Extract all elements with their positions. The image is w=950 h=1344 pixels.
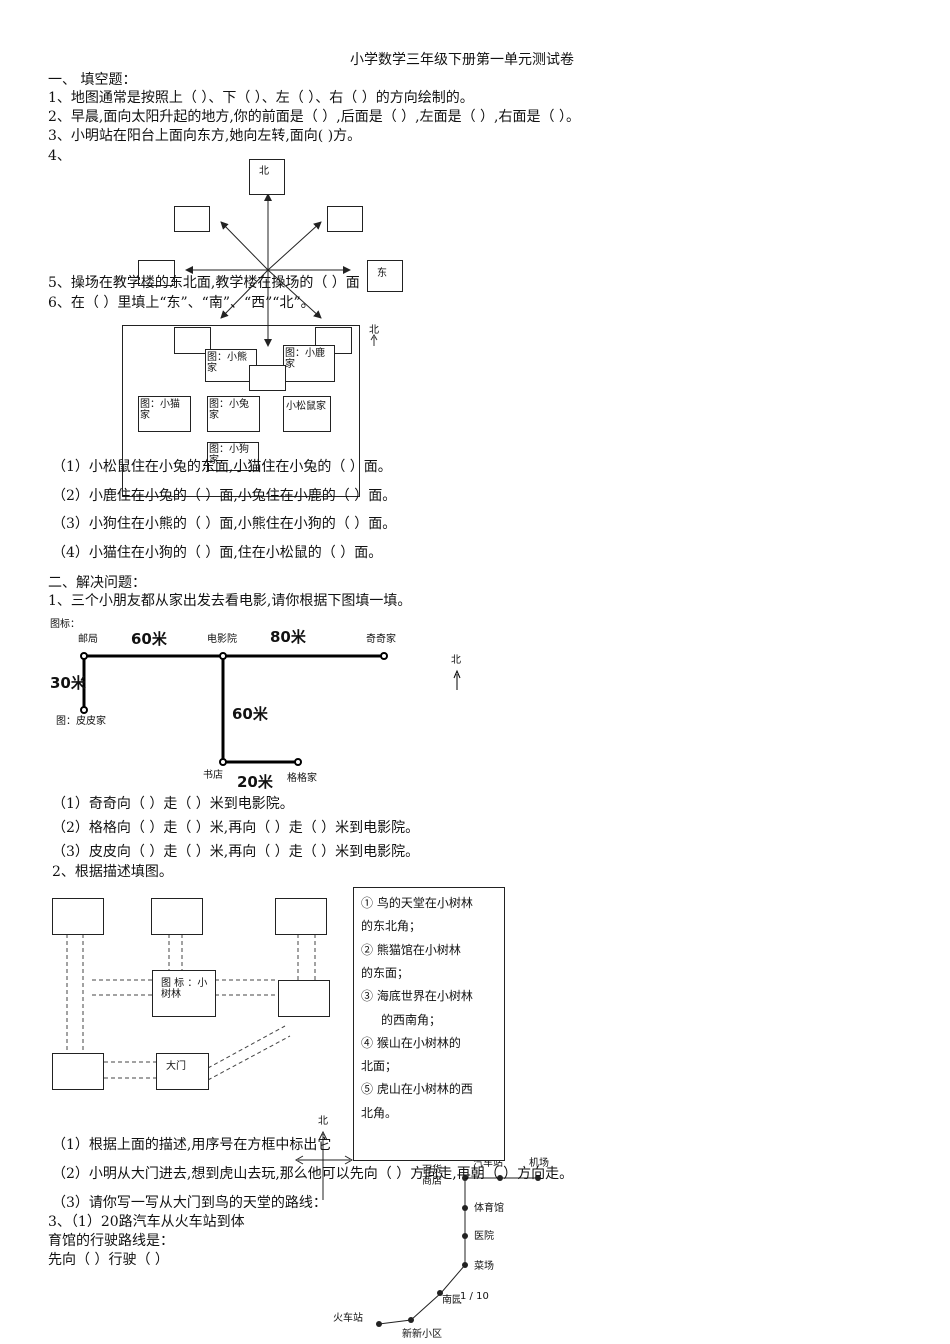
east-label: 东 xyxy=(377,268,387,279)
zoo-description-line: ⑤ 虎山在小树林的西 xyxy=(361,1082,473,1097)
page-number: 1 / 10 xyxy=(460,1291,489,1302)
question-1: 1、地图通常是按照上（ ）、下（ ）、左（ ）、右（ ）的方向绘制的。 xyxy=(48,90,474,106)
zoo-description-line: ① 鸟的天堂在小树林 xyxy=(361,896,473,910)
map1-distance-30: 30米 xyxy=(50,674,86,692)
bus-stop-park: 南园 xyxy=(442,1295,462,1306)
dog-house: 图：小狗家 xyxy=(207,442,259,471)
zoo-gate-label: 大门 xyxy=(166,1061,186,1072)
rabbit-house: 图：小兔家 xyxy=(207,396,260,432)
question-6-3: （3）小狗住在小熊的（ ）面,小熊住在小狗的（ ）面。 xyxy=(52,516,397,532)
question-6-4: （4）小猫住在小狗的（ ）面,住在小松鼠的（ ）面。 xyxy=(52,545,383,561)
map1-bookstore: 书店 xyxy=(203,770,223,781)
cat-house-label: 图：小猫家 xyxy=(140,399,180,421)
bus-stop-hospital: 医院 xyxy=(474,1231,494,1242)
question-5: 5、操场在教学楼的东北面,教学楼在操场的（ ）面 xyxy=(48,275,360,291)
animal-map-frame xyxy=(122,325,360,497)
problem-2: 2、根据描述填图。 xyxy=(52,864,173,880)
map1-legend: 图标： xyxy=(50,619,80,630)
problem-3-line2: 育馆的行驶路线是： xyxy=(48,1233,174,1249)
zoo-center-woods: 图 标 ：小树林 xyxy=(152,970,216,1017)
problem-3-line3: 先向（ ）行驶（ ） xyxy=(48,1252,169,1268)
problem-1-2: （2）格格向（ ）走（ ）米,再向（ ）走（ ）米到电影院。 xyxy=(52,820,420,836)
page-title: 小学数学三年级下册第一单元测试卷 xyxy=(350,52,574,68)
zoo-description-line: 的东北角； xyxy=(361,919,422,934)
compass-northwest-box[interactable] xyxy=(174,206,210,232)
bear-house-label: 图：小熊家 xyxy=(207,352,247,374)
bus-stop-bus-station: 汽车站 xyxy=(473,1158,503,1169)
bus-map-north-label: 北 xyxy=(318,1116,328,1127)
north-label: 北 xyxy=(259,166,269,177)
squirrel-house: 小松鼠家 xyxy=(283,396,331,432)
bus-stop-market: 菜场 xyxy=(474,1261,494,1272)
cat-house: 图：小猫家 xyxy=(138,396,191,432)
zoo-description-line: ② 熊猫馆在小树林 xyxy=(361,942,461,957)
zoo-box-northeast[interactable] xyxy=(275,898,327,935)
deer-house-label: 图：小鹿家 xyxy=(285,348,325,370)
animal-map-north-label: 北 xyxy=(369,325,379,336)
zoo-center-label: 图 标 ：小树林 xyxy=(161,978,208,1000)
question-4: 4、 xyxy=(48,148,71,164)
zoo-box-north[interactable] xyxy=(151,898,203,935)
bus-stop-department-store: 百货商店 xyxy=(422,1165,446,1187)
zoo-description-line: 的东面； xyxy=(361,965,410,980)
compass-south-box-overlay xyxy=(249,365,286,391)
bear-house: 图：小熊家 xyxy=(205,349,257,382)
zoo-description-line: ④ 猴山在小树林的 xyxy=(361,1035,461,1050)
zoo-description-line: 北面； xyxy=(361,1059,398,1074)
map1-post-office: 邮局 xyxy=(78,634,98,645)
map1-cinema: 电影院 xyxy=(207,634,237,645)
map1-gege-home: 格格家 xyxy=(287,773,317,784)
section1-heading: 一、 填空题： xyxy=(48,72,137,88)
problem-1-1: （1）奇奇向（ ）走（ ）米到电影院。 xyxy=(52,796,294,812)
map1-distance-60: 60米 xyxy=(131,630,167,648)
compass-north-box: 北 xyxy=(249,159,285,195)
question-6: 6、在（ ）里填上“东”、“南”、“西”“北”。 xyxy=(48,295,315,311)
problem-2-1: （1）根据上面的描述,用序号在方框中标出它 xyxy=(52,1137,332,1153)
squirrel-house-label: 小松鼠家 xyxy=(286,401,326,412)
problem-3-line1: 3、（1）20路汽车从火车站到体 xyxy=(48,1214,245,1230)
zoo-description-line: 的西南角； xyxy=(381,1012,442,1027)
question-3: 3、小明站在阳台上面向东方,她向左转,面向( )方。 xyxy=(48,128,362,144)
zoo-box-east[interactable] xyxy=(278,980,330,1017)
zoo-description-box: ① 鸟的天堂在小树林的东北角； ② 熊猫馆在小树林的东面； ③ 海底世界在小树林的西… xyxy=(353,887,505,1161)
question-2: 2、早晨,面向太阳升起的地方,你的前面是（ ）,后面是（ ）,左面是（ ）,右面… xyxy=(48,109,580,125)
map1-distance-80: 80米 xyxy=(270,628,306,646)
zoo-box-southwest[interactable] xyxy=(52,1053,104,1090)
map1-qiqi-home: 奇奇家 xyxy=(366,634,396,645)
bus-stop-train-station: 火车站 xyxy=(333,1313,363,1324)
compass-southwest-box[interactable] xyxy=(174,327,211,354)
question-6-2: （2）小鹿住在小兔的（ ）面,小兔住在小鹿的（ ）面。 xyxy=(52,488,397,504)
question-6-1: （1）小松鼠住在小兔的东面,小猫住在小兔的（ ）面。 xyxy=(52,459,392,475)
rabbit-house-label: 图：小兔家 xyxy=(209,399,249,421)
bus-stop-xinxin: 新新小区 xyxy=(402,1329,442,1340)
dog-house-label: 图：小狗家 xyxy=(209,444,249,466)
map1-distance-60-vertical: 60米 xyxy=(232,705,268,723)
zoo-gate: 大门 xyxy=(156,1053,209,1090)
compass-northeast-box[interactable] xyxy=(327,206,363,232)
map1-distance-20: 20米 xyxy=(237,773,273,791)
problem-2-2: （2）小明从大门进去,想到虎山去玩,那么他可以先向（ ）方向走,再朝（ ）方向走… xyxy=(52,1166,574,1182)
zoo-box-northwest[interactable] xyxy=(52,898,104,935)
compass-east-box: 东 xyxy=(367,260,403,292)
map1-pipi-home: 图：皮皮家 xyxy=(56,716,106,727)
problem-2-3: （3）请你写一写从大门到鸟的天堂的路线： xyxy=(52,1195,327,1211)
section2-heading: 二、解决问题： xyxy=(48,575,146,591)
deer-house: 图：小鹿家 xyxy=(283,345,335,382)
bus-stop-gym: 体育馆 xyxy=(474,1203,504,1214)
problem-1: 1、三个小朋友都从家出发去看电影,请你根据下图填一填。 xyxy=(48,593,412,609)
bus-stop-airport: 机场 xyxy=(529,1158,549,1169)
problem-1-3: （3）皮皮向（ ）走（ ）米,再向（ ）走（ ）米到电影院。 xyxy=(52,844,420,860)
zoo-description-line: ③ 海底世界在小树林 xyxy=(361,989,473,1004)
map1-north-label: 北 xyxy=(451,655,461,666)
zoo-description-line: 北角。 xyxy=(361,1105,398,1120)
compass-west-box[interactable] xyxy=(138,260,175,286)
